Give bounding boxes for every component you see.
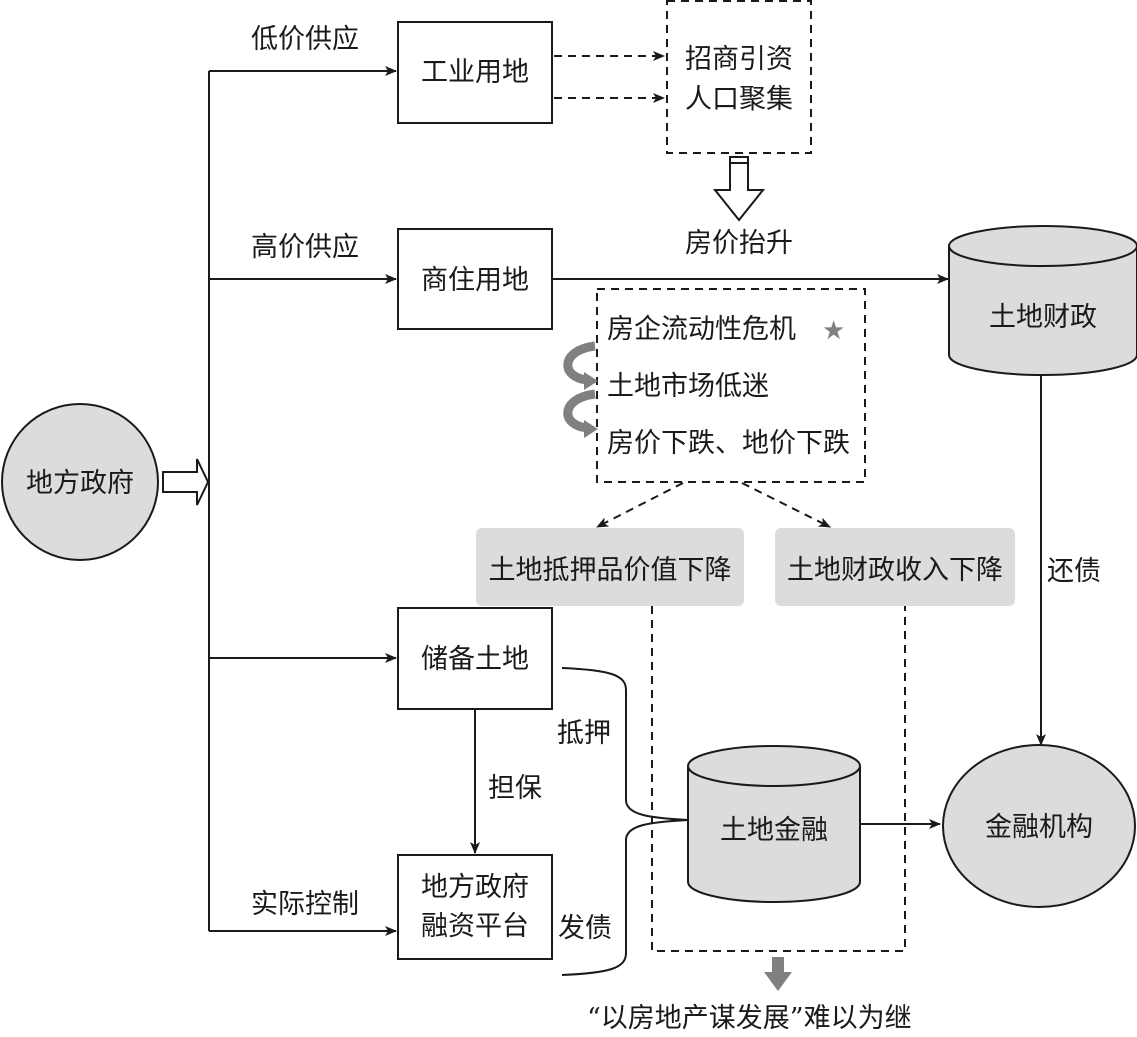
local-government-label: 地方政府 <box>26 468 134 499</box>
star-icon: ★ <box>822 316 845 346</box>
node-local-government: 地方政府 <box>1 403 159 561</box>
attract-label-2: 人口聚集 <box>685 84 793 115</box>
hollow-arrow-icon <box>162 458 210 506</box>
commercial-land-label: 商住用地 <box>421 265 529 296</box>
node-land-financing: 土地金融 <box>687 745 861 903</box>
edge-to-collateral-drop <box>596 482 684 528</box>
edge-to-revenue-drop <box>741 482 831 528</box>
node-financial-institution: 金融机构 <box>942 744 1136 908</box>
node-reserve-land: 储备土地 <box>397 607 553 710</box>
edge-bond-issue <box>561 819 689 976</box>
financing-platform-label-1: 地方政府 <box>421 872 529 903</box>
land-finance-label: 土地财政 <box>989 302 1097 333</box>
node-industrial-land: 工业用地 <box>397 21 553 124</box>
crisis-item-2: 土地市场低迷 <box>607 371 769 402</box>
financial-institution-label: 金融机构 <box>985 812 1093 843</box>
label-mortgage: 抵押 <box>557 718 611 749</box>
label-house-price-rise: 房价抬升 <box>685 228 793 259</box>
conclusion-label: “以房地产谋发展”难以为继 <box>587 1003 912 1034</box>
label-high-price: 高价供应 <box>251 232 359 263</box>
label-guarantee: 担保 <box>488 773 542 804</box>
edge-mortgage <box>561 667 689 821</box>
cycle-arrowhead-icon <box>584 372 598 438</box>
crisis-item-3: 房价下跌、地价下跌 <box>607 428 850 459</box>
label-bond-issue: 发债 <box>558 913 612 944</box>
cycle-arrow-icon <box>563 341 596 433</box>
node-revenue-drop: 土地财政收入下降 <box>775 528 1015 606</box>
reserve-land-label: 储备土地 <box>421 644 529 675</box>
lower-dashed-enclosure <box>651 606 906 952</box>
label-repay: 还债 <box>1047 556 1101 587</box>
label-actual-control: 实际控制 <box>251 889 359 920</box>
node-financing-platform: 地方政府 融资平台 <box>397 854 553 960</box>
label-low-price: 低价供应 <box>251 24 359 55</box>
node-land-finance: 土地财政 <box>948 225 1137 376</box>
land-financing-label: 土地金融 <box>720 815 828 846</box>
collateral-drop-label: 土地抵押品价值下降 <box>489 555 732 586</box>
node-commercial-land: 商住用地 <box>397 228 553 330</box>
node-crisis-box: 房企流动性危机 ★ 土地市场低迷 房价下跌、地价下跌 <box>596 288 866 483</box>
industrial-land-label: 工业用地 <box>421 57 529 88</box>
financing-platform-label-2: 融资平台 <box>421 911 529 942</box>
revenue-drop-label: 土地财政收入下降 <box>787 555 1003 586</box>
node-collateral-drop: 土地抵押品价值下降 <box>476 528 744 606</box>
crisis-item-1: 房企流动性危机 <box>607 314 796 345</box>
gray-down-arrow-icon <box>764 957 792 991</box>
hollow-down-arrow-icon <box>712 156 766 222</box>
node-attract-investment: 招商引资 人口聚集 <box>666 0 812 154</box>
attract-label-1: 招商引资 <box>685 44 793 75</box>
